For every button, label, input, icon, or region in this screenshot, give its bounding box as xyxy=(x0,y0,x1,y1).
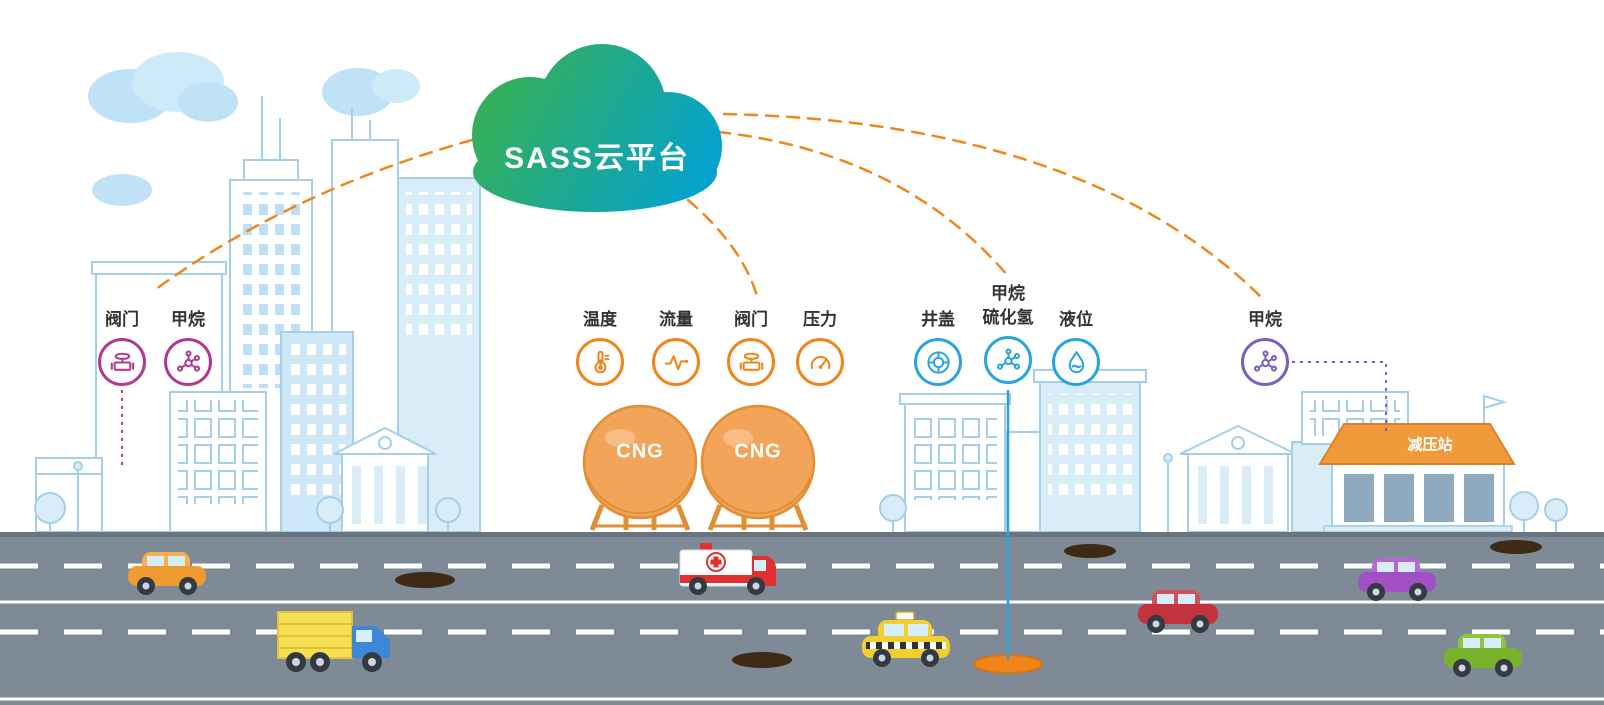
pressure-station-label: 减压站 xyxy=(1407,436,1453,454)
sensor-circle xyxy=(1241,338,1289,386)
car-orange xyxy=(128,552,206,595)
sensor-label: 阀门 xyxy=(105,310,139,329)
skyline-left xyxy=(34,96,481,533)
delivery-truck xyxy=(277,611,390,672)
link-city xyxy=(150,138,474,294)
manhole-cover xyxy=(395,572,455,588)
ambulance xyxy=(679,543,776,595)
sky-clouds xyxy=(88,52,420,206)
sensor-label: 甲烷 xyxy=(171,310,205,329)
sensor-liquid-level: 液位 xyxy=(1026,308,1126,386)
sensor-methane-h2s: 甲烷 硫化氢 xyxy=(958,282,1058,384)
manhole-cover xyxy=(1490,540,1542,554)
vehicles xyxy=(128,543,1522,677)
sensor-circle xyxy=(984,336,1032,384)
pressure-station-building xyxy=(1318,394,1516,533)
manhole-cover xyxy=(1064,544,1116,558)
sensor-label: 阀门 xyxy=(734,310,768,329)
sensor-circle xyxy=(164,338,212,386)
sensor-valve-cng: 阀门 xyxy=(701,308,801,386)
sensor-circle xyxy=(652,338,700,386)
sensor-flow: 流量 xyxy=(626,308,726,386)
sensor-label: 甲烷 xyxy=(991,284,1025,303)
sensor-label: 井盖 xyxy=(921,310,955,329)
cng-tanks xyxy=(582,404,816,531)
sensor-circle xyxy=(796,338,844,386)
car-purple xyxy=(1358,558,1436,601)
manhole-cover xyxy=(732,652,792,668)
pressure-gauge-icon xyxy=(810,355,830,369)
liquid-level-icon xyxy=(1068,350,1084,373)
sensor-methane-city: 甲烷 xyxy=(138,308,238,386)
sensor-circle xyxy=(98,338,146,386)
cloud-shape xyxy=(472,44,722,212)
sensor-drop-lines xyxy=(121,361,1387,660)
flow-wave-icon xyxy=(664,354,688,370)
sensor-circle xyxy=(914,338,962,386)
sensor-valve-city: 阀门 xyxy=(72,308,172,386)
car-green xyxy=(1444,634,1522,677)
sensor-circle xyxy=(576,338,624,386)
methane-molecule-icon xyxy=(1253,349,1277,372)
sensor-circle xyxy=(1052,338,1100,386)
link-cng xyxy=(686,198,759,298)
thermometer-icon xyxy=(594,350,609,373)
cloud-platform-label: SASS云平台 xyxy=(504,142,690,175)
road xyxy=(0,532,1604,705)
sensor-label: 液位 xyxy=(1059,310,1093,329)
car-red xyxy=(1138,590,1218,633)
connection-lines xyxy=(150,112,1266,302)
sensor-circle xyxy=(727,338,775,386)
sensor-methane-station: 甲烷 xyxy=(1215,308,1315,386)
link-manhole xyxy=(716,130,1010,278)
cng-tank-label: CNG xyxy=(616,440,664,463)
sensor-pressure: 压力 xyxy=(770,308,870,386)
sensor-manhole-cover: 井盖 xyxy=(888,308,988,386)
valve-icon xyxy=(110,352,134,371)
sensor-temperature: 温度 xyxy=(550,308,650,386)
sensor-label: 流量 xyxy=(659,310,693,329)
manhole-cover-icon xyxy=(926,350,950,374)
sensor-label: 压力 xyxy=(803,310,837,329)
sensor-label: 温度 xyxy=(583,310,617,329)
sensor-label: 硫化氢 xyxy=(982,308,1034,327)
gas-molecule-icon xyxy=(996,347,1020,370)
link-station xyxy=(722,112,1266,302)
cng-tank-label: CNG xyxy=(734,440,782,463)
sensor-label: 甲烷 xyxy=(1248,310,1282,329)
valve-icon xyxy=(739,352,763,371)
taxi xyxy=(862,611,950,667)
methane-molecule-icon xyxy=(176,349,200,372)
